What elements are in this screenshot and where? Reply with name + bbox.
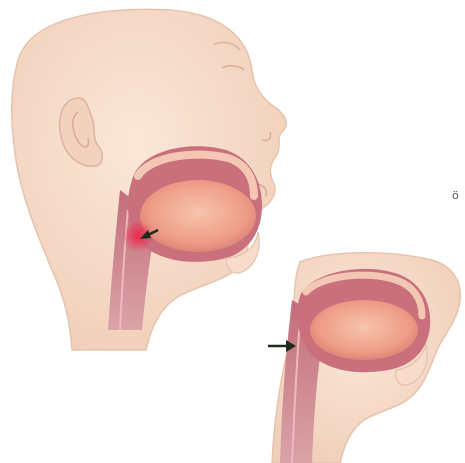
head-profile-upper — [12, 9, 287, 350]
tongue-lower — [310, 300, 418, 360]
tongue-upper — [140, 180, 256, 252]
stray-mark: ö — [452, 190, 459, 201]
head-profile-lower — [268, 253, 460, 463]
